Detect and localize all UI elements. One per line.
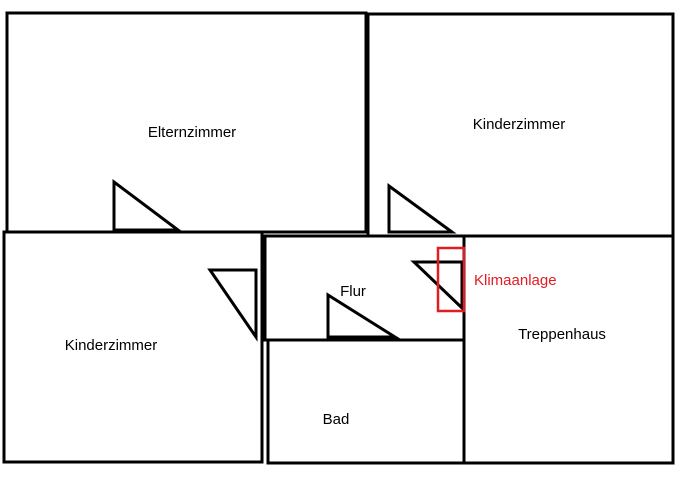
room-elternzimmer	[5, 11, 368, 234]
label-klimaanlage: Klimaanlage	[474, 272, 557, 289]
door-elternzimmer	[112, 179, 183, 232]
door-kinderzimmer-top	[387, 183, 457, 234]
label-kinderzimmer-top: Kinderzimmer	[473, 116, 566, 133]
label-treppenhaus: Treppenhaus	[518, 326, 606, 343]
room-bad	[266, 338, 466, 465]
room-kinderzimmer-top	[366, 12, 675, 238]
label-kinderzimmer-left: Kinderzimmer	[65, 337, 158, 354]
klimaanlage-marker-box	[436, 246, 466, 313]
room-treppenhaus	[462, 234, 675, 465]
label-bad: Bad	[323, 411, 350, 428]
door-kinderzimmer-left	[207, 268, 258, 342]
door-flur	[326, 292, 401, 339]
label-flur: Flur	[340, 283, 366, 300]
label-elternzimmer: Elternzimmer	[148, 124, 236, 141]
